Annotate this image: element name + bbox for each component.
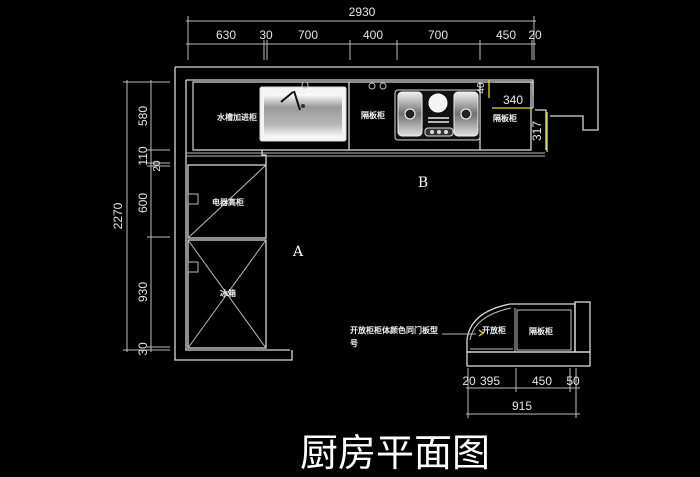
annotation-arrow-icon [478,329,485,337]
burner-right-center [460,108,472,120]
appliance-cabinet-diagonal [187,164,267,239]
sink-basin [264,94,342,138]
area-a-label: A [292,244,304,260]
corner-dim-seg-2: 395 [480,374,500,388]
fridge-label: 冰箱 [220,288,236,298]
fridge [187,239,267,349]
top-dim-seg-2: 30 [259,28,273,42]
top-wall-outer [175,66,599,131]
page-title: 厨房平面图 [300,431,490,475]
left-dim-seg-4: 600 [136,193,150,213]
knob-icon [444,130,448,134]
corner-detail: 开放柜 隔板柜 开放柜柜体颜色同门板型 号 20 395 450 50 915 [350,301,591,418]
corner-partition-box [516,309,572,351]
corner-counter-base [466,351,591,367]
left-dimension-group: 2270 580 110 20 600 930 30 [111,80,170,356]
top-counter: 水槽加进柜 隔板柜 隔板柜 [186,81,545,157]
left-dim-seg-1: 580 [136,106,150,126]
corner-dim-seg-1: 20 [462,374,476,388]
corner-dim-seg-4: 50 [566,374,580,388]
walls [174,66,599,361]
knob-icon [430,130,434,134]
burner-left-center [404,108,416,120]
cooktop-gap-dim: 40 [476,82,487,94]
corner-total-dim: 915 [512,399,532,413]
annotation-text: 开放柜柜体颜色同门板型 [350,325,438,335]
curved-door [469,307,512,341]
corner-cabinet-outline [466,303,576,353]
outlet-icon [368,82,376,90]
drain-icon [301,104,305,108]
left-run: 电器高柜 冰箱 [187,150,267,349]
gauge-icon [428,93,448,113]
open-cabinet-label: 开放柜 [482,325,506,335]
faucet-base-icon [301,81,309,89]
left-dim-seg-2: 110 [136,146,150,165]
right-cabinet-width-dim: 340 [503,93,523,107]
top-dim-seg-7: 20 [528,28,542,42]
left-dim-seg-6: 30 [136,342,150,356]
corner-dim-seg-3: 450 [532,374,552,388]
fridge-diagonal [187,239,267,349]
sink-cabinet-label: 水槽加进柜 [216,112,257,122]
corner-joint [261,150,267,165]
top-dim-seg-6: 450 [496,28,516,42]
top-dim-seg-5: 700 [428,28,448,42]
wall-socket-icon [187,261,199,273]
partition-cabinet-label: 隔板柜 [529,326,553,336]
right-cabinet-outline [495,81,534,108]
left-dim-seg-5: 930 [136,282,150,302]
partition-cabinet-label: 隔板柜 [361,110,385,120]
wall-socket-icon [187,193,199,205]
knob-icon [437,130,441,134]
right-cabinet-outline [535,109,547,150]
cooktop [394,89,481,141]
top-dim-seg-4: 400 [363,28,383,42]
left-wall-outer [174,67,293,361]
faucet-icon [280,91,294,103]
left-dim-seg-3: 20 [152,160,163,172]
partition-cabinet-label: 隔板柜 [493,113,517,123]
outlet-icon [379,82,387,90]
corner-end-panel [574,301,591,353]
annotation-text: 号 [350,339,358,348]
sink [259,81,347,142]
left-total-dim: 2270 [111,202,125,229]
top-dim-seg-3: 700 [298,28,318,42]
area-b-label: B [418,175,428,191]
faucet-icon [293,90,301,111]
top-dim-seg-1: 630 [216,28,236,42]
left-wall-inner [185,80,290,351]
top-dimension-group: 2930 630 30 700 400 700 450 20 [186,5,542,60]
appliance-cabinet-label: 电器高柜 [212,197,244,207]
right-cabinet: 40 340 317 [476,80,548,152]
right-cabinet-height-dim: 317 [530,121,544,141]
top-total-dim: 2930 [349,5,376,19]
